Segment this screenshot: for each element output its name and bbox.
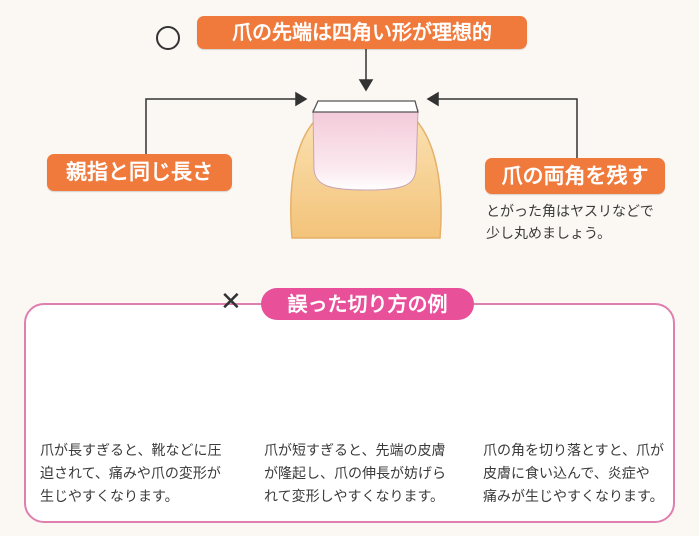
description-line: 痛みが生じやすくなります。 <box>483 489 664 505</box>
description-line: 迫されて、痛みや爪の変形が <box>40 466 221 482</box>
arrow-right-icon <box>145 91 308 154</box>
long-nail-description: 爪が長すぎると、靴などに圧 迫されて、痛みや爪の変形が 生じやすくなります。 <box>40 440 221 509</box>
description-line: 生じやすくなります。 <box>40 489 179 505</box>
ideal-shape-label: 爪の先端は四角い形が理想的 <box>197 16 527 49</box>
description-line: が隆起し、爪の伸長が妨げら <box>264 466 446 482</box>
x-mark-icon: ✕ <box>220 287 242 317</box>
description-line: 皮膚に食い込んで、炎症や <box>483 466 650 482</box>
keep-corners-note: とがった角はヤスリなどで 少し丸めましょう。 <box>486 201 654 245</box>
keep-corners-label: 爪の両角を残す <box>485 158 665 194</box>
same-length-label: 親指と同じ長さ <box>47 154 232 191</box>
arrow-down-icon <box>358 49 374 92</box>
cut-corner-description: 爪の角を切り落とすと、爪が 皮膚に食い込んで、炎症や 痛みが生じやすくなります。 <box>483 440 664 509</box>
wrong-cut-examples-box <box>24 303 675 523</box>
arrow-left-icon <box>426 91 578 158</box>
description-line: 爪の角を切り落とすと、爪が <box>483 443 665 459</box>
short-nail-description: 爪が短すぎると、先端の皮膚 が隆起し、爪の伸長が妨げら れて変形しやすくなります… <box>264 440 446 509</box>
circle-mark-icon <box>156 26 180 50</box>
wrong-cut-title: 誤った切り方の例 <box>261 288 474 320</box>
note-line: とがった角はヤスリなどで <box>486 204 654 220</box>
note-line: 少し丸めましょう。 <box>486 226 612 242</box>
description-line: 爪が長すぎると、靴などに圧 <box>40 443 222 459</box>
ideal-toe-illustration <box>290 100 442 239</box>
description-line: 爪が短すぎると、先端の皮膚 <box>264 443 446 459</box>
description-line: れて変形しやすくなります。 <box>264 489 445 505</box>
